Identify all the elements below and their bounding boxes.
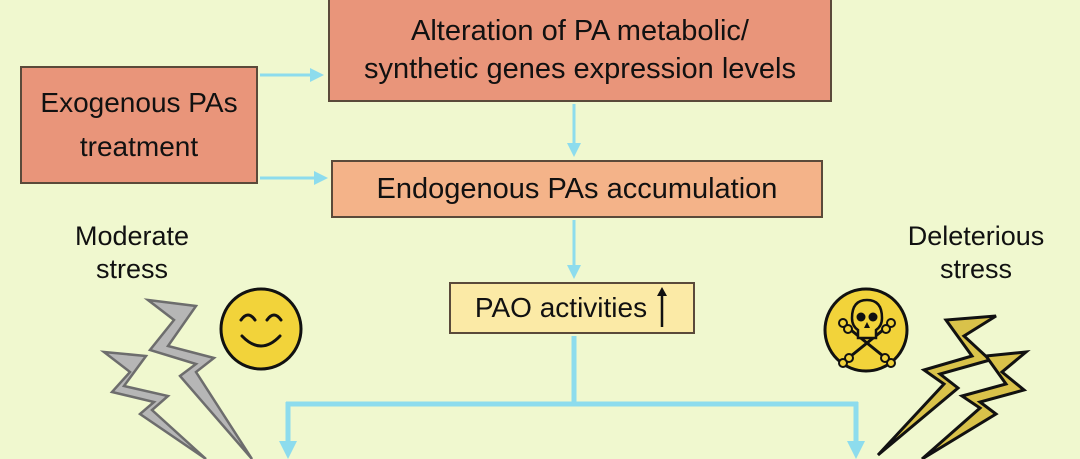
box-pao-text: PAO activities	[474, 292, 648, 323]
label-moderate-line2: stress	[95, 254, 168, 284]
arrow-alteration-to-endogenous	[567, 104, 581, 157]
box-pao-activities: PAO activities	[449, 282, 695, 334]
box-exogenous-line1: Exogenous PAs	[40, 87, 238, 118]
label-deleterious-stress: Deleterious stress	[886, 220, 1066, 286]
arrow-exogenous-to-endogenous	[260, 171, 328, 185]
box-alteration-line1: Alteration of PA metabolic/	[411, 15, 749, 47]
arrow-pao-split	[279, 336, 865, 459]
box-endogenous-pas-accumulation: Endogenous PAs accumulation	[331, 160, 823, 218]
label-deleterious-line1: Deleterious	[907, 221, 1045, 251]
up-arrow-icon	[657, 287, 668, 327]
skull-crossbones-icon	[823, 287, 909, 373]
lightning-bolt-icon	[876, 314, 1031, 459]
smiling-face-icon	[219, 287, 303, 371]
box-exogenous-line2: treatment	[79, 131, 199, 162]
label-deleterious-line2: stress	[939, 254, 1012, 284]
arrow-endogenous-to-pao	[567, 220, 581, 279]
arrow-exogenous-to-alteration	[260, 68, 324, 82]
box-alteration-line2: synthetic genes expression levels	[363, 53, 796, 85]
box-exogenous-pas-treatment: Exogenous PAs treatment	[20, 66, 258, 184]
box-alteration-gene-expression: Alteration of PA metabolic/ synthetic ge…	[328, 0, 832, 102]
lightning-bolt-icon	[99, 298, 254, 459]
box-endogenous-text: Endogenous PAs accumulation	[376, 172, 778, 205]
label-moderate-line1: Moderate	[74, 221, 190, 251]
label-moderate-stress: Moderate stress	[42, 220, 222, 286]
